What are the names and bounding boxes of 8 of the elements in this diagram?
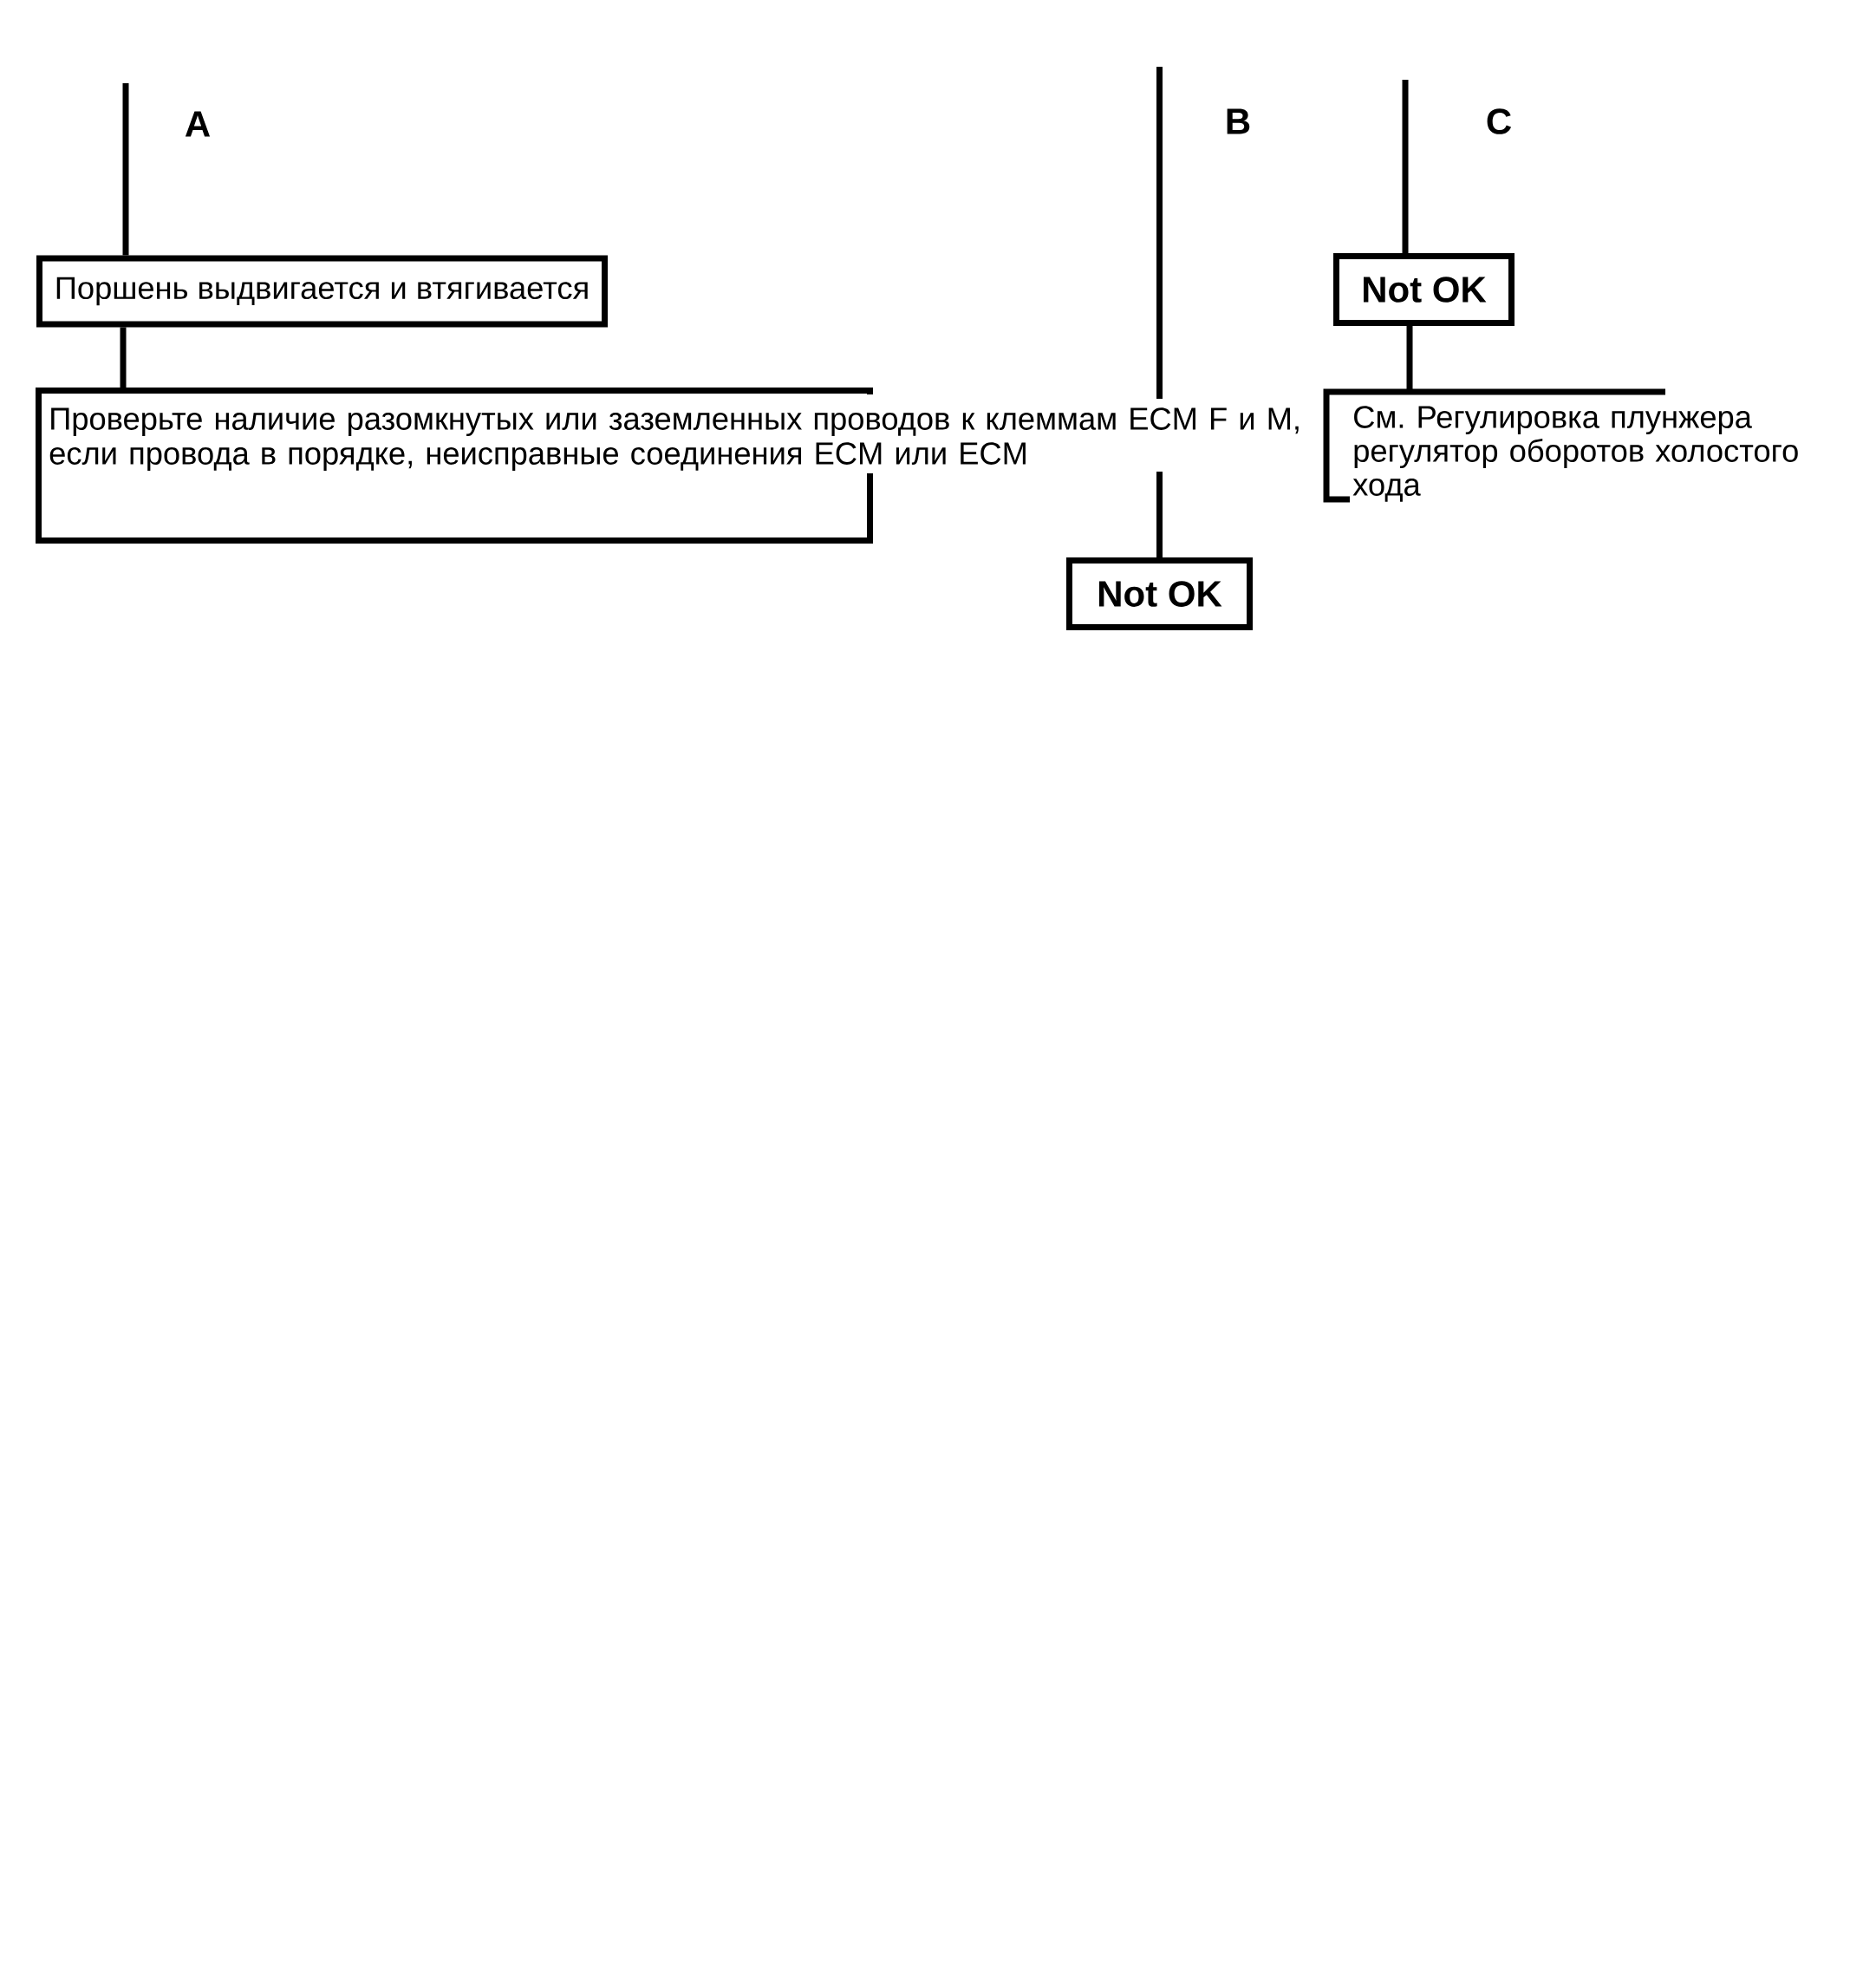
branch-label: B [1227,108,1250,134]
result-box: Not OK [1066,557,1253,630]
branch-label: A [185,111,211,137]
step-box: Поршень выдвигается и втягивается [36,255,608,328]
branch-label: C [1487,108,1512,134]
bracketed-note: См. Регулировка плунжера регулятор оборотов холостого хода [1323,388,1798,503]
step-box: Проверьте наличие разомкнутых или заземленных проводов к клеммам ECM F и M, если провода в порядке, неисправные соединения ECM или ECM [36,388,1299,544]
result-box: Not OK [1333,253,1514,326]
